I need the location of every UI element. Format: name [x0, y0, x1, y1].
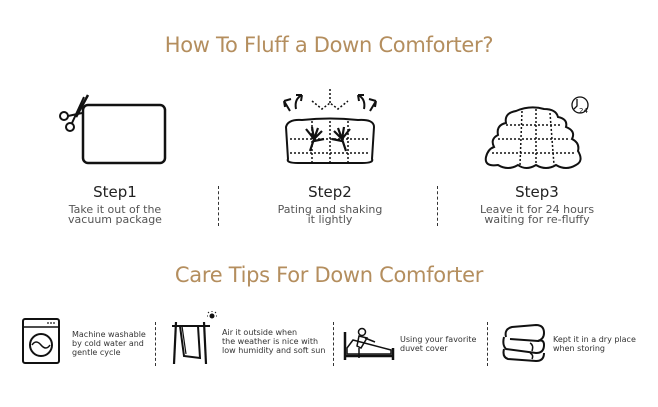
fluffy-comforter-clock-icon: 24 [484, 95, 594, 171]
step-2-label: Step2 [308, 183, 352, 201]
step-1: Step1 Take it out of the vacuum package [40, 94, 190, 235]
hands-shaking-comforter-icon [282, 89, 378, 169]
care-tip-text: Using your favorite duvet cover [400, 335, 477, 353]
scissors-package-icon [58, 94, 178, 170]
step-3: 24 Step3 Leave it for 24 hours waiting f… [462, 95, 612, 235]
care-tip-text: Kept it in a dry place when storing [553, 335, 636, 353]
care-tips-title: Care Tips For Down Comforter [174, 263, 484, 287]
step-1-label: Step1 [93, 183, 137, 201]
fluff-guide-title: How To Fluff a Down Comforter? [164, 33, 494, 57]
tip-divider [487, 322, 488, 366]
step-3-description: Leave it for 24 hours waiting for re-flu… [479, 203, 595, 226]
care-tip-text: Air it outside when the weather is nice … [222, 328, 326, 355]
clothesline-sun-icon [170, 311, 218, 365]
step-divider [437, 186, 438, 226]
care-tip-duvet-cover: Using your favorite duvet cover [343, 326, 483, 366]
tip-divider [155, 322, 156, 366]
step-1-description: Take it out of the vacuum package [68, 203, 162, 226]
folded-comforter-icon [500, 323, 546, 363]
washing-machine-icon [22, 318, 60, 364]
step-divider [218, 186, 219, 226]
care-tip-air-outside: Air it outside when the weather is nice … [170, 311, 330, 368]
step-2-description: Pating and shaking it lightly [277, 203, 383, 226]
svg-text:24: 24 [579, 107, 588, 115]
bed-duvet-cover-icon [343, 326, 395, 362]
care-tip-dry-storage: Kept it in a dry place when storing [500, 323, 650, 365]
step-3-label: Step3 [515, 183, 559, 201]
step-2: Step2 Pating and shaking it lightly [255, 89, 405, 235]
care-tip-text: Machine washable by cold water and gentl… [72, 330, 146, 357]
care-tip-machine-wash: Machine washable by cold water and gentl… [22, 318, 152, 368]
tip-divider [333, 322, 334, 366]
